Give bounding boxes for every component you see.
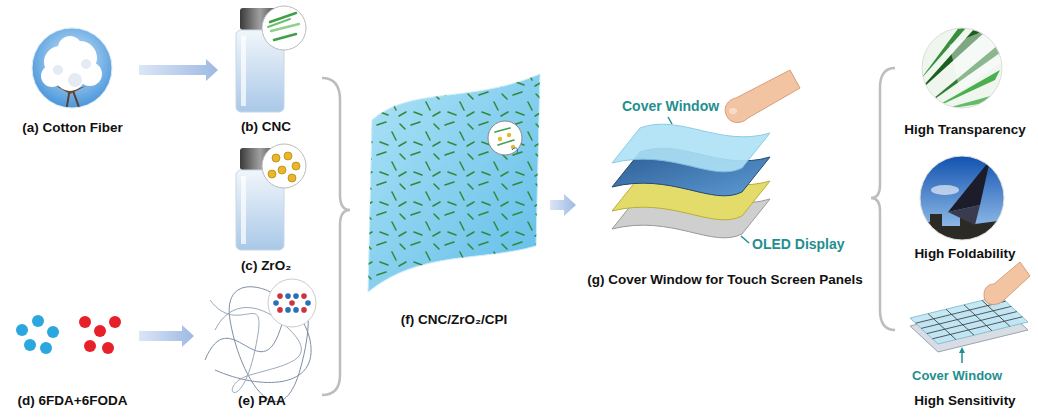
brace — [322, 78, 350, 395]
figure-panel: (a) Cotton Fiber — [10, 24, 135, 138]
figure-panel: (e) PAA — [198, 278, 326, 411]
fold-picture — [918, 154, 1006, 242]
leaf-picture — [915, 25, 1005, 110]
panel-caption: (d) 6FDA+6FODA — [18, 393, 128, 409]
brace — [871, 68, 895, 330]
touch-panel-picture — [910, 262, 1030, 363]
panel-caption: High Foldability — [914, 246, 1015, 262]
panel-caption: (b) CNC — [241, 119, 291, 135]
composite-film — [368, 74, 540, 292]
panel-caption: High Transparency — [904, 122, 1026, 138]
figure-panel: (c) ZrO₂ — [222, 140, 310, 276]
callout-label: Cover Window — [622, 98, 719, 114]
cnc-vial — [236, 6, 306, 112]
panel-caption: (c) ZrO₂ — [241, 258, 291, 274]
panel-caption: (e) PAA — [238, 393, 286, 409]
paa-chains — [205, 279, 316, 402]
figure-panel: (d) 6FDA+6FODA — [10, 305, 135, 411]
figure-panel: High Transparency — [898, 24, 1032, 140]
figure-panel: (g) Cover Window for Touch Screen Panels — [580, 60, 870, 290]
panel-caption: High Sensitivity — [914, 393, 1015, 409]
figure-panel: (f) CNC/ZrO₂/CPI — [362, 68, 546, 330]
zro2-vial — [236, 144, 306, 250]
cotton-picture — [30, 26, 116, 112]
figure-panel: High Sensitivity — [898, 288, 1032, 411]
figure-panel: (b) CNC — [222, 2, 310, 137]
panel-caption: (a) Cotton Fiber — [22, 120, 123, 136]
figure-panel: High Foldability — [898, 152, 1032, 264]
display-stack — [612, 70, 800, 243]
flow-arrow — [139, 325, 194, 347]
flow-arrow — [139, 59, 218, 81]
panel-caption: (f) CNC/ZrO₂/CPI — [401, 312, 508, 328]
flow-arrow — [550, 194, 576, 216]
panel-caption: (g) Cover Window for Touch Screen Panels — [587, 272, 863, 288]
monomer-dots — [16, 315, 121, 354]
callout-label: Cover Window — [912, 368, 1002, 384]
callout-label: OLED Display — [752, 236, 845, 252]
